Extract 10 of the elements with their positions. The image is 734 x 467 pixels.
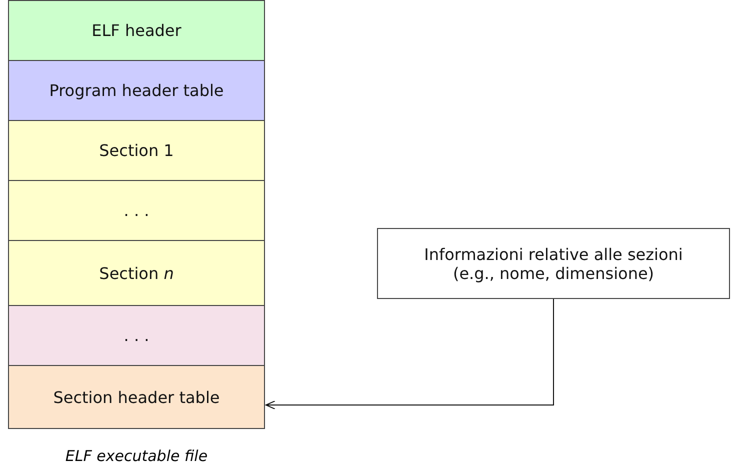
file-section-box: Section 1 — [8, 120, 265, 181]
file-section-box: Section header table — [8, 365, 265, 429]
info-box: Informazioni relative alle sezioni (e.g., nome, dimensione) — [377, 228, 730, 299]
file-section-box: ELF header — [8, 0, 265, 61]
caption: ELF executable file — [64, 447, 209, 465]
file-section-box: Section n — [8, 240, 265, 306]
file-section-box: Program header table — [8, 60, 265, 121]
file-section-box: . . . — [8, 305, 265, 366]
file-section-box: . . . — [8, 180, 265, 241]
arrow — [266, 298, 554, 410]
